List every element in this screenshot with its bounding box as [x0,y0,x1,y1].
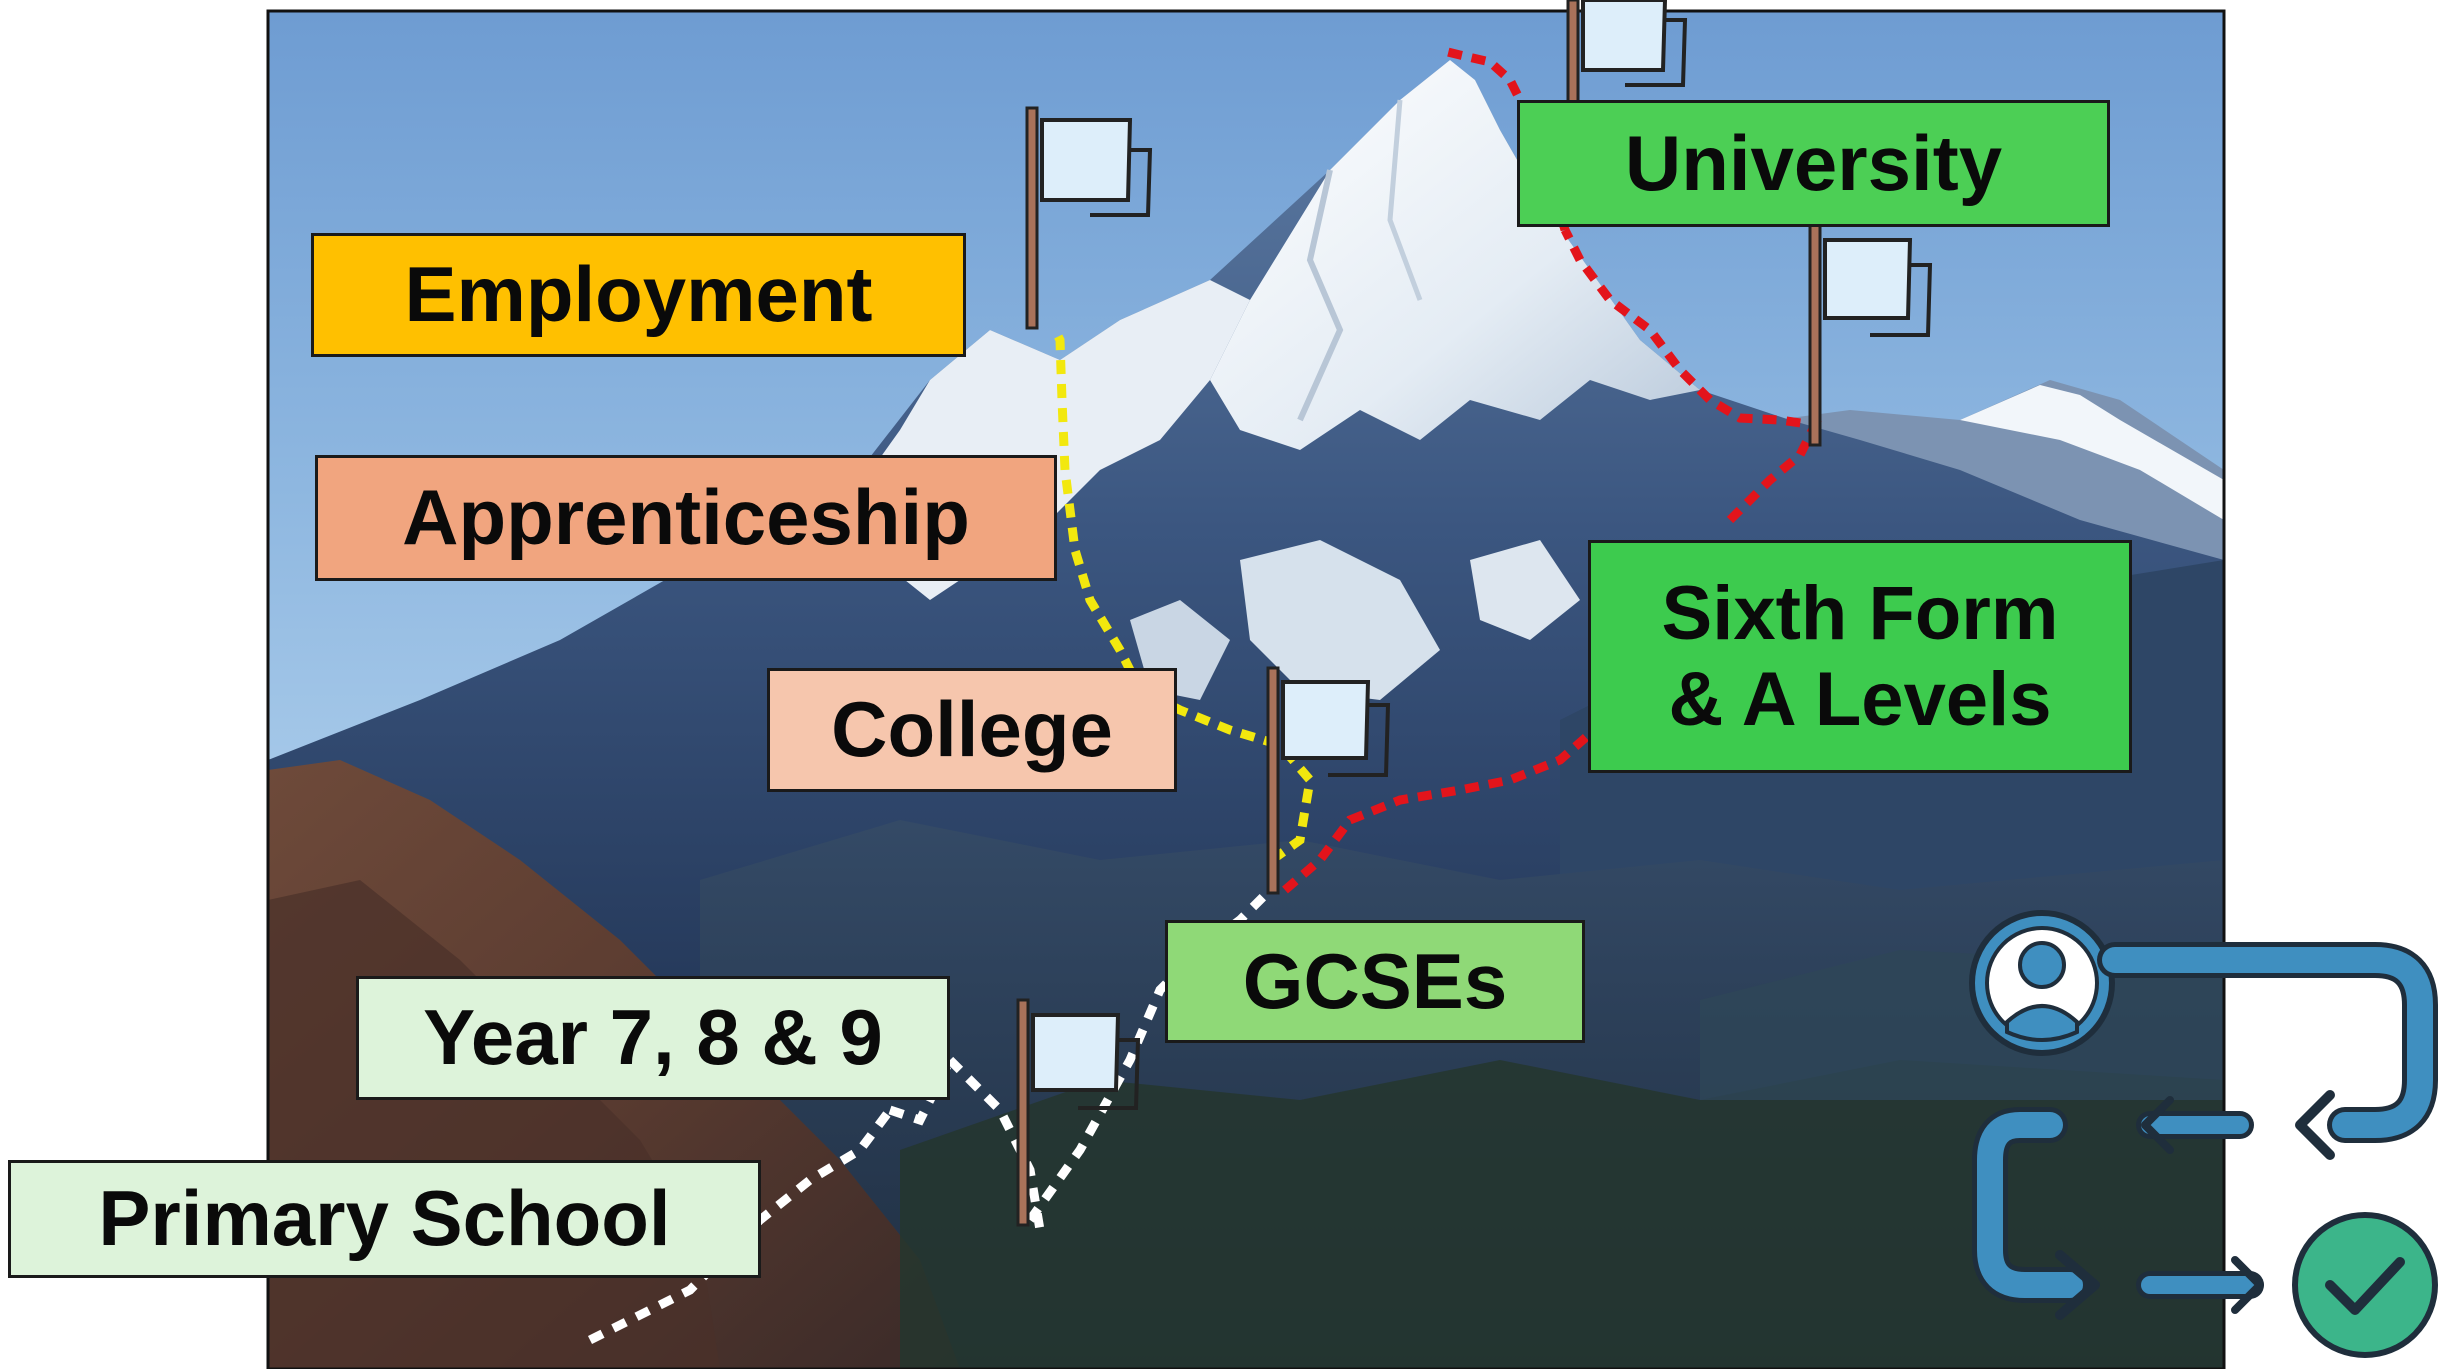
pathway-progress-icon [1969,910,2438,1358]
path-red [1282,45,1822,894]
flag-icon [1808,223,1933,447]
flag-icon [1025,106,1153,330]
label-primary-school: Primary School [8,1160,761,1278]
label-college: College [767,668,1177,792]
label-university: University [1517,100,2110,227]
label-sixth-form-line1: Sixth Form [1661,571,2059,657]
flag-icon [1266,666,1391,895]
flag-icon [1016,998,1141,1227]
label-year-7-8-9: Year 7, 8 & 9 [356,976,950,1100]
label-gcses: GCSEs [1165,920,1585,1043]
label-sixth-form-line2: & A Levels [1668,656,2052,742]
label-sixth-form: Sixth Form & A Levels [1588,540,2132,773]
checkmark-icon [2292,1212,2438,1358]
person-icon [1969,910,2115,1056]
label-employment: Employment [311,233,966,357]
label-apprenticeship: Apprenticeship [315,455,1057,581]
